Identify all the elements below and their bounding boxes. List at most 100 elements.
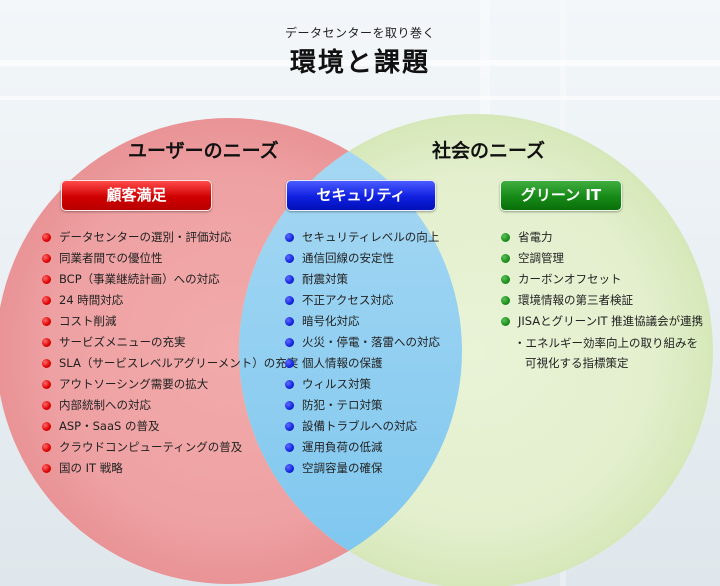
- list-item-label: クラウドコンピューティングの普及: [59, 440, 243, 454]
- green-it-badge: グリーン IT: [500, 180, 622, 211]
- bullet-icon: [285, 275, 294, 284]
- green-it-list: 省電力空調管理カーボンオフセット環境情報の第三者検証 JISAとグリーンIT 推進…: [501, 227, 703, 332]
- list-item-label: 通信回線の安定性: [302, 251, 394, 265]
- bullet-icon: [42, 317, 51, 326]
- bullet-icon: [42, 275, 51, 284]
- list-item: 空調管理: [501, 248, 703, 269]
- list-item: 環境情報の第三者検証: [501, 290, 703, 311]
- list-item: 国の IT 戦略: [42, 458, 298, 479]
- bullet-icon: [42, 422, 51, 431]
- list-item-label: JISAとグリーンIT 推進協議会が連携: [518, 314, 704, 328]
- list-item-label: カーボンオフセット: [518, 272, 622, 286]
- list-item-label: 内部統制への対応: [59, 398, 151, 412]
- bullet-icon: [501, 233, 510, 242]
- list-item-label: 不正アクセス対応: [302, 293, 394, 307]
- bullet-icon: [285, 380, 294, 389]
- bullet-icon: [42, 338, 51, 347]
- overlap-region: [239, 118, 462, 584]
- list-item-label: SLA（サービスレベルアグリーメント）の充実: [59, 356, 299, 370]
- bullet-icon: [42, 380, 51, 389]
- bullet-icon: [42, 443, 51, 452]
- list-item-label: 省電力: [518, 230, 553, 244]
- list-item: クラウドコンピューティングの普及: [42, 437, 298, 458]
- list-item: 同業者間での優位性: [42, 248, 298, 269]
- list-item-label: 火災・停電・落雷への対応: [302, 335, 440, 349]
- bullet-icon: [285, 359, 294, 368]
- list-item: データセンターの選別・評価対応: [42, 227, 298, 248]
- list-item: SLA（サービスレベルアグリーメント）の充実: [42, 353, 298, 374]
- list-item-label: アウトソーシング需要の拡大: [59, 377, 209, 391]
- list-item: 24 時間対応: [42, 290, 298, 311]
- bullet-icon: [501, 296, 510, 305]
- list-item: ASP・SaaS の普及: [42, 416, 298, 437]
- list-item-label: 空調管理: [518, 251, 564, 265]
- list-item: 空調容量の確保: [285, 458, 440, 479]
- list-item: 耐震対策: [285, 269, 440, 290]
- list-item: サービズメニューの充実: [42, 332, 298, 353]
- list-item-label: BCP（事業継続計画）への対応: [59, 272, 220, 286]
- user-needs-label: ユーザーのニーズ: [128, 140, 279, 162]
- bullet-icon: [42, 401, 51, 410]
- list-item-label: 環境情報の第三者検証: [518, 293, 633, 307]
- list-item-label: ウィルス対策: [302, 377, 371, 391]
- list-item: コスト削減: [42, 311, 298, 332]
- list-item-label: 暗号化対応: [302, 314, 360, 328]
- list-item: 省電力: [501, 227, 703, 248]
- bullet-icon: [42, 296, 51, 305]
- list-item: BCP（事業継続計画）への対応: [42, 269, 298, 290]
- bullet-icon: [42, 254, 51, 263]
- bullet-icon: [285, 233, 294, 242]
- list-item-label: コスト削減: [59, 314, 117, 328]
- bullet-icon: [285, 317, 294, 326]
- bullet-icon: [285, 443, 294, 452]
- security-needs-list: セキュリティレベルの向上通信回線の安定性耐震対策不正アクセス対応暗号化対応火災・…: [285, 227, 440, 479]
- bullet-icon: [501, 275, 510, 284]
- green-it-note-line: 可視化する指標策定: [525, 356, 629, 370]
- list-item: 暗号化対応: [285, 311, 440, 332]
- list-item: 通信回線の安定性: [285, 248, 440, 269]
- list-item: セキュリティレベルの向上: [285, 227, 440, 248]
- green-it-note-line: ・エネルギー効率向上の取り組みを: [514, 336, 698, 350]
- bullet-icon: [285, 338, 294, 347]
- bullet-icon: [42, 233, 51, 242]
- list-item-label: 個人情報の保護: [302, 356, 383, 370]
- list-item-label: 運用負荷の低減: [302, 440, 383, 454]
- list-item-label: 耐震対策: [302, 272, 348, 286]
- green-it-note: ・エネルギー効率向上の取り組みを 可視化する指標策定: [514, 333, 698, 373]
- bullet-icon: [42, 359, 51, 368]
- list-item: アウトソーシング需要の拡大: [42, 374, 298, 395]
- list-item-label: データセンターの選別・評価対応: [59, 230, 232, 244]
- security-badge: セキュリティ: [286, 180, 436, 211]
- list-item: 防犯・テロ対策: [285, 395, 440, 416]
- list-item-label: 防犯・テロ対策: [302, 398, 383, 412]
- list-item-label: 設備トラブルへの対応: [302, 419, 417, 433]
- list-item: 火災・停電・落雷への対応: [285, 332, 440, 353]
- list-item: JISAとグリーンIT 推進協議会が連携: [501, 311, 703, 332]
- bullet-icon: [285, 254, 294, 263]
- page-title: 環境と課題: [289, 48, 430, 78]
- list-item-label: 24 時間対応: [59, 293, 124, 307]
- list-item-label: 空調容量の確保: [302, 461, 383, 475]
- bullet-icon: [285, 422, 294, 431]
- list-item-label: セキュリティレベルの向上: [302, 230, 440, 244]
- bullet-icon: [501, 254, 510, 263]
- customer-satisfaction-badge: 顧客満足: [61, 180, 212, 211]
- customer-needs-list: データセンターの選別・評価対応同業者間での優位性 BCP（事業継続計画）への対応 2…: [42, 227, 298, 479]
- list-item: 運用負荷の低減: [285, 437, 440, 458]
- header-subtitle: データセンターを取り巻く: [284, 26, 435, 40]
- bullet-icon: [501, 317, 510, 326]
- bullet-icon: [285, 401, 294, 410]
- list-item-label: ASP・SaaS の普及: [59, 419, 160, 433]
- list-item-label: 同業者間での優位性: [59, 251, 163, 265]
- bullet-icon: [42, 464, 51, 473]
- social-needs-label: 社会のニーズ: [432, 140, 546, 162]
- list-item: 個人情報の保護: [285, 353, 440, 374]
- bullet-icon: [285, 464, 294, 473]
- list-item-label: 国の IT 戦略: [59, 461, 123, 475]
- list-item: 設備トラブルへの対応: [285, 416, 440, 437]
- list-item-label: サービズメニューの充実: [59, 335, 186, 349]
- list-item: ウィルス対策: [285, 374, 440, 395]
- list-item: 不正アクセス対応: [285, 290, 440, 311]
- list-item: カーボンオフセット: [501, 269, 703, 290]
